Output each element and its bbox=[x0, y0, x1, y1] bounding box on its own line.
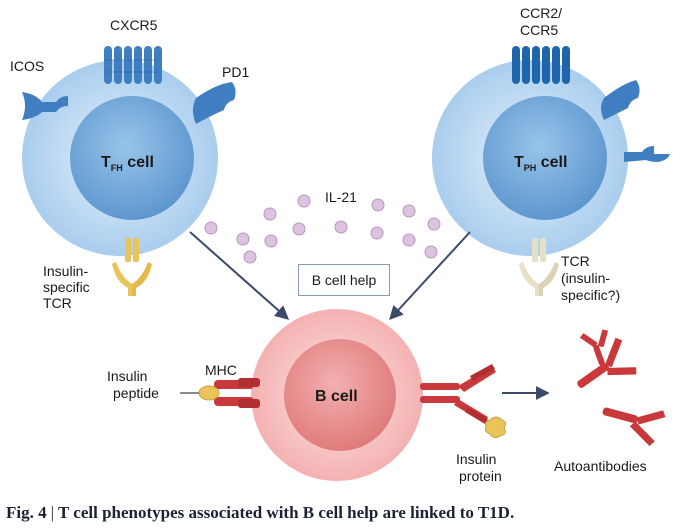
il21-cytokines bbox=[204, 194, 441, 264]
pd1-label: PD1 bbox=[222, 64, 249, 80]
pd1-receptor-icon bbox=[193, 82, 236, 124]
insulin-protein-label-line1: Insulin bbox=[456, 451, 496, 467]
caption-separator: | bbox=[50, 503, 55, 522]
caption-text: T cell phenotypes associated with B cell… bbox=[58, 503, 515, 522]
b-cell: B cell bbox=[251, 309, 423, 481]
figure-caption: Fig. 4|T cell phenotypes associated with… bbox=[6, 503, 676, 523]
icos-receptor-icon bbox=[22, 92, 68, 120]
autoantibody-icon-3 bbox=[579, 329, 609, 366]
cxcr5-receptor-icon bbox=[104, 46, 162, 84]
mhc-label: MHC bbox=[205, 362, 237, 378]
tph-cell-nucleus bbox=[483, 96, 607, 220]
insulin-peptide-icon bbox=[198, 385, 220, 401]
mhc-icon bbox=[214, 378, 260, 408]
tph-to-bcell-arrow bbox=[389, 231, 471, 321]
caption-fig-number: Fig. 4 bbox=[6, 503, 47, 522]
il21-label: IL-21 bbox=[325, 189, 357, 205]
tfh-cell-nucleus bbox=[70, 96, 194, 220]
tfh-to-bcell-arrow bbox=[189, 231, 290, 320]
insulin-tcr-label-line2: specific bbox=[43, 279, 90, 295]
insulin-tcr-label-line1: Insulin- bbox=[43, 263, 88, 279]
icos-label: ICOS bbox=[10, 58, 44, 74]
insulin-peptide-label-line2: peptide bbox=[113, 385, 159, 401]
insulin-protein-icon bbox=[485, 416, 507, 439]
tph-tcr-label-line2: (insulin- bbox=[561, 270, 610, 286]
tph-tcr-label-line3: specific?) bbox=[561, 287, 620, 303]
tfh-cell: TFH cell bbox=[22, 60, 218, 256]
autoantibody-icon-2 bbox=[602, 407, 666, 446]
ccr2-label-line2: CCR5 bbox=[520, 22, 558, 38]
b-cell-nucleus bbox=[284, 339, 396, 451]
cxcr5-label: CXCR5 bbox=[110, 17, 158, 33]
insulin-tcr-label-line3: TCR bbox=[43, 295, 72, 311]
b-cell-help-box: B cell help bbox=[298, 264, 390, 296]
autoantibody-icon-1 bbox=[577, 337, 637, 388]
insulin-peptide-label-line1: Insulin bbox=[107, 368, 147, 384]
tph-tcr-label-line1: TCR bbox=[561, 253, 590, 269]
insulin-specific-tcr-icon bbox=[112, 238, 152, 296]
b-cell-label: B cell bbox=[315, 388, 358, 405]
tph-tcr-icon bbox=[519, 238, 559, 296]
autoantibodies-label: Autoantibodies bbox=[554, 458, 647, 474]
insulin-protein-label-line2: protein bbox=[459, 468, 502, 484]
ccr2-label-line1: CCR2/ bbox=[520, 5, 562, 21]
ccr2-ccr5-receptor-icon bbox=[512, 46, 570, 84]
tph-cell-label: TPH cell bbox=[514, 154, 567, 173]
tph-receptor-upper-icon bbox=[601, 80, 640, 120]
tph-receptor-right-icon bbox=[624, 146, 670, 162]
b-cell-receptor-icon bbox=[420, 364, 496, 424]
tph-cell: TPH cell bbox=[432, 60, 628, 256]
tfh-cell-label: TFH cell bbox=[101, 154, 154, 173]
